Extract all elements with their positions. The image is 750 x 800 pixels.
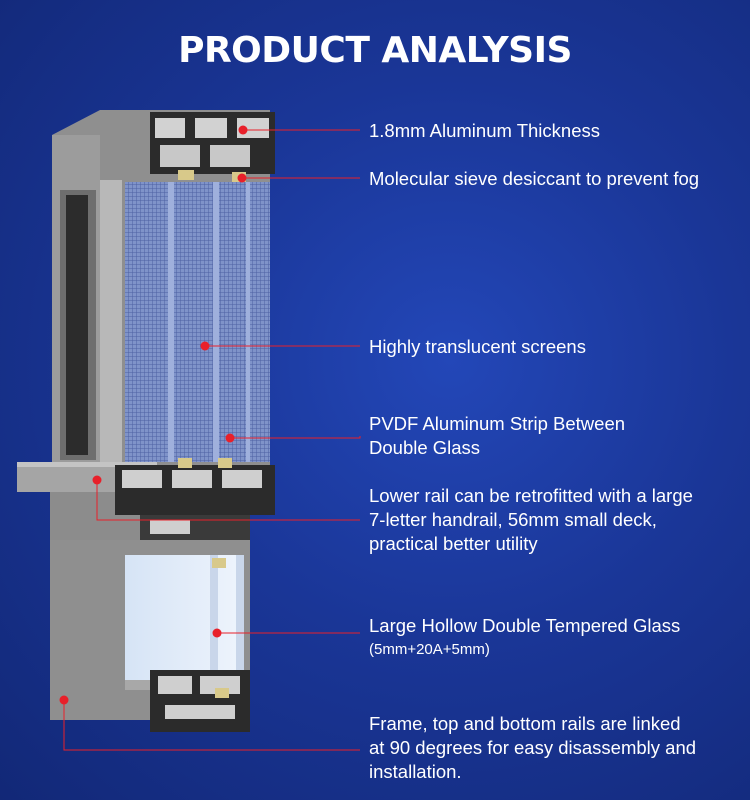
callout-dot-4: [225, 433, 235, 443]
callout-line: practical better utility: [369, 533, 538, 554]
callout-aluminum-thickness: 1.8mm Aluminum Thickness: [369, 119, 600, 143]
callout-subline: (5mm+20A+5mm): [369, 641, 490, 658]
callout-line: 7-letter handrail, 56mm small deck,: [369, 509, 657, 530]
page-title: PRODUCT ANALYSIS: [178, 30, 572, 71]
callout-line: installation.: [369, 761, 462, 782]
callout-line: Highly translucent screens: [369, 336, 586, 357]
callout-dot-2: [237, 173, 247, 183]
callout-desiccant: Molecular sieve desiccant to prevent fog: [369, 167, 699, 191]
callout-dot-1: [238, 125, 248, 135]
callout-line: Large Hollow Double Tempered Glass: [369, 615, 681, 636]
callout-line: at 90 degrees for easy disassembly and: [369, 737, 697, 758]
callout-dot-7: [59, 695, 69, 705]
callout-line: Frame, top and bottom rails are linked: [369, 713, 681, 734]
callout-frame-linkage: Frame, top and bottom rails are linked a…: [369, 712, 696, 784]
callout-dot-5: [92, 475, 102, 485]
leader-line-4: [230, 436, 361, 439]
callout-dot-6: [212, 628, 222, 638]
callout-line: Double Glass: [369, 437, 481, 458]
leader-line-7: [63, 700, 360, 751]
callout-line: 1.8mm Aluminum Thickness: [369, 120, 600, 141]
screen-mesh: [125, 182, 270, 462]
callout-lower-rail: Lower rail can be retrofitted with a lar…: [369, 484, 693, 556]
callout-dot-3: [200, 341, 210, 351]
callout-screens: Highly translucent screens: [369, 335, 586, 359]
leader-line-5: [96, 480, 360, 521]
callout-line: Molecular sieve desiccant to prevent fog: [369, 168, 700, 189]
callout-line: Lower rail can be retrofitted with a lar…: [369, 485, 693, 506]
callout-tempered-glass: Large Hollow Double Tempered Glass (5mm+…: [369, 614, 680, 662]
callout-line: PVDF Aluminum Strip Between: [369, 413, 626, 434]
callout-pvdf-strip: PVDF Aluminum Strip Between Double Glass: [369, 412, 625, 460]
